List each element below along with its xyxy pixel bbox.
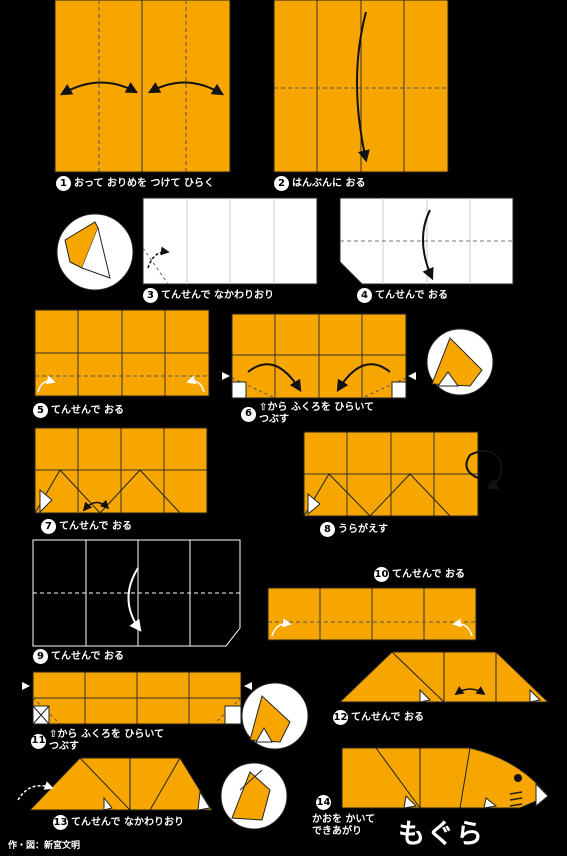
step-11-text: ⇧から ふくろを ひらいて xyxy=(49,729,165,740)
step-9-caption: 9 てんせんで おる xyxy=(33,649,124,664)
step-14-figure xyxy=(341,747,549,809)
step-12-caption: 12 てんせんで おる xyxy=(333,710,424,725)
step-2-figure xyxy=(273,0,449,173)
step-9-text: てんせんで おる xyxy=(51,650,124,662)
step-9-figure xyxy=(32,539,241,647)
step-3-figure xyxy=(56,197,318,291)
step-13-figure xyxy=(17,757,288,830)
step-5-text: てんせんで おる xyxy=(51,404,124,416)
step-2-number: 2 xyxy=(274,176,289,191)
step-8-figure xyxy=(303,431,503,517)
step-13-text: てんせんで なかわりおり xyxy=(71,816,184,828)
step-5-figure xyxy=(34,309,210,397)
step-4-number: 4 xyxy=(357,288,372,303)
step-6-text: ⇧から ふくろを ひらいて xyxy=(259,402,375,413)
step-4-caption: 4 てんせんで おる xyxy=(357,288,448,303)
step-7-text: てんせんで おる xyxy=(59,520,132,532)
step-1-text: おって おりめを つけて ひらく xyxy=(74,177,214,189)
step-3-caption: 3 てんせんで なかわりおり xyxy=(143,288,274,303)
step-6-caption: 6 ⇧から ふくろを ひらいてつぶす xyxy=(241,402,374,426)
step-10-caption: 10 てんせんで おる xyxy=(374,567,465,582)
step-11-figure xyxy=(22,671,309,750)
step-6-text-line2: つぶす xyxy=(259,414,289,425)
step-13-number: 13 xyxy=(53,815,68,830)
step-1-number: 1 xyxy=(56,176,71,191)
step-8-caption: 8 うらがえす xyxy=(320,522,388,537)
step-7-caption: 7 てんせんで おる xyxy=(41,519,132,534)
step-14-caption: 14 xyxy=(316,795,334,810)
step-12-number: 12 xyxy=(333,710,348,725)
step-9-number: 9 xyxy=(33,649,48,664)
step-4-text: てんせんで おる xyxy=(375,289,448,301)
step-14-text-line2: できあがり xyxy=(312,826,362,837)
step-10-text: てんせんで おる xyxy=(392,568,465,580)
step-8-text: うらがえす xyxy=(338,523,388,535)
step-2-caption: 2 はんぶんに おる xyxy=(274,176,365,191)
step-4-figure xyxy=(339,197,514,285)
step-11-number: 11 xyxy=(31,733,46,749)
page-title: もぐら xyxy=(398,819,485,850)
step-12-text: てんせんで おる xyxy=(351,711,424,723)
step-14-number: 14 xyxy=(316,795,331,810)
step-6-figure xyxy=(222,313,494,399)
step-10-figure xyxy=(267,587,477,641)
step-12-figure xyxy=(338,651,550,703)
credit: 作・図：新宮文明 xyxy=(8,841,81,851)
step-3-number: 3 xyxy=(143,288,158,303)
step-3-text: てんせんで なかわりおり xyxy=(161,289,274,301)
step-10-number: 10 xyxy=(374,567,389,582)
step-7-number: 7 xyxy=(41,519,56,534)
step-7-figure xyxy=(34,427,208,514)
step-1-figure xyxy=(54,0,231,173)
step-14-text: かおを かいて xyxy=(312,814,376,825)
step-11-caption: 11 ⇧から ふくろを ひらいてつぶす xyxy=(31,729,164,753)
step-14-text-block: かおを かいて できあがり xyxy=(312,814,375,838)
step-11-text-line2: つぶす xyxy=(49,741,79,752)
step-1-caption: 1 おって おりめを つけて ひらく xyxy=(56,176,214,191)
step-6-number: 6 xyxy=(241,406,256,422)
step-5-caption: 5 てんせんで おる xyxy=(33,403,124,418)
step-8-number: 8 xyxy=(320,522,335,537)
step-5-number: 5 xyxy=(33,403,48,418)
step-13-caption: 13 てんせんで なかわりおり xyxy=(53,815,184,830)
step-2-text: はんぶんに おる xyxy=(292,177,366,189)
